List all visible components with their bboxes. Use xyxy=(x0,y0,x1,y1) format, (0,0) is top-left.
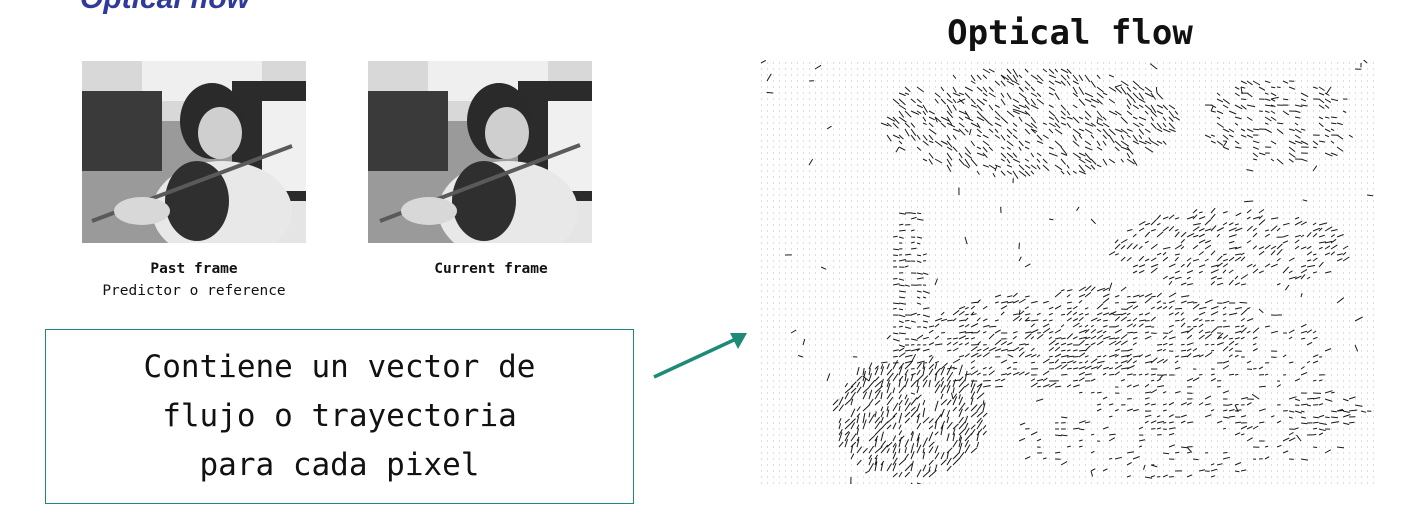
slide-title: Optical flow xyxy=(80,0,250,14)
optical-flow-field xyxy=(760,60,1374,484)
violin-girl-photo xyxy=(82,61,306,243)
current-frame-label: Current frame xyxy=(434,261,548,277)
past-frame-image xyxy=(82,61,306,243)
callout-box: Contiene un vector de flujo o trayectori… xyxy=(45,329,634,504)
callout-line-2: flujo o trayectoria xyxy=(162,398,517,434)
violin-girl-photo xyxy=(368,61,592,243)
current-frame-caption: Current frame xyxy=(351,258,631,280)
past-frame-label: Past frame xyxy=(150,261,238,277)
current-frame-image xyxy=(368,61,592,243)
callout-line-1: Contiene un vector de xyxy=(143,349,536,385)
past-frame-caption: Past frame Predictor o reference xyxy=(54,258,334,302)
flow-field-title: Optical flow xyxy=(947,13,1193,53)
flow-dot-grid xyxy=(761,62,1374,484)
flow-vectors xyxy=(760,60,1374,484)
pointer-arrow-icon xyxy=(653,333,747,379)
callout-text: Contiene un vector de flujo o trayectori… xyxy=(144,343,536,490)
callout-line-3: para cada pixel xyxy=(199,447,480,483)
past-frame-sublabel: Predictor o reference xyxy=(102,283,286,299)
